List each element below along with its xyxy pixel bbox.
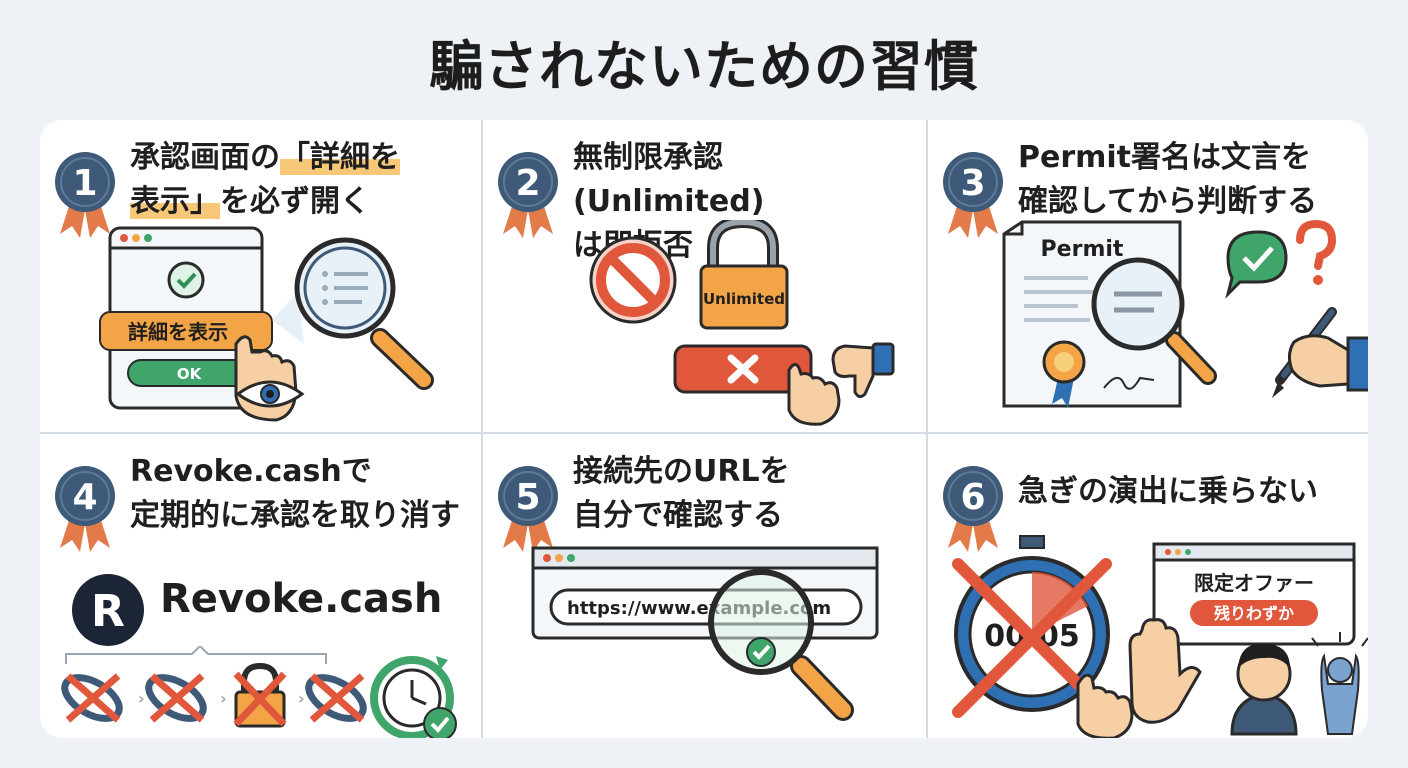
svg-text:6: 6: [960, 477, 985, 518]
clock-refresh-icon: [370, 656, 454, 738]
prohibited-icon: [589, 236, 677, 324]
tip-title-text: Permit署名は文言を: [1018, 140, 1312, 175]
details-button: [99, 311, 273, 351]
tip-6: 6 急ぎの演出に乗らない 00:05 限定オファー 残りわずか: [928, 434, 1368, 738]
pointer-hand-icon: [1076, 673, 1134, 738]
person-icon: [1230, 643, 1298, 736]
tip-2: 2 無制限承認 (Unlimited) は即拒否 Unlimited: [483, 120, 925, 429]
pointer-hand-icon: [787, 363, 841, 426]
svg-text:›: ›: [138, 689, 145, 708]
document-label: Permit: [1041, 237, 1124, 262]
tip-title: 承認画面の「詳細を 表示」を必ず開く: [130, 136, 470, 224]
tip-title-highlight: 「詳細を: [280, 140, 400, 175]
seal-icon: [1042, 340, 1086, 408]
chain-link-icon: [61, 673, 123, 723]
number-badge: 2: [498, 152, 558, 238]
stop-hand-icon: [1128, 618, 1202, 724]
tip-title: 無制限承認 (Unlimited) は即拒否: [573, 136, 913, 268]
page-title: 騙されないための習慣: [429, 35, 979, 98]
chain-link-icon: [305, 673, 367, 723]
x-icon: [727, 354, 759, 384]
tips-panel: 1 承認画面の「詳細を 表示」を必ず開く 詳細を表示 OK: [40, 120, 1368, 738]
writing-hand-icon: [1287, 334, 1368, 392]
pointer-hand-icon: [234, 335, 298, 422]
lock-label: Unlimited: [703, 290, 785, 308]
thumbs-down-icon: [831, 342, 895, 399]
tip-title-text: 確認してから判断する: [1018, 184, 1318, 219]
svg-text:3: 3: [960, 163, 985, 204]
tip-title: Revoke.cashで 定期的に承認を取り消す: [130, 450, 470, 538]
magnifier-icon: [294, 237, 434, 390]
divider: [481, 120, 483, 738]
offer-text: 限定オファー: [1194, 571, 1314, 595]
tip-4: 4 Revoke.cashで 定期的に承認を取り消す R Revoke.cash…: [40, 434, 482, 738]
svg-text:1: 1: [72, 163, 97, 204]
number-badge: 4: [55, 466, 115, 552]
padlock-icon: [233, 662, 287, 728]
tip-title-text: Revoke.cashで: [130, 454, 372, 489]
tip-title-text: 定期的に承認を取り消す: [130, 498, 460, 533]
check-icon: [1225, 230, 1288, 299]
tip-title-highlight: 表示」: [130, 184, 220, 219]
divider: [40, 432, 1368, 434]
check-icon: [167, 261, 205, 299]
chain-link-icon: [145, 673, 207, 723]
divider: [926, 120, 928, 738]
svg-text:›: ›: [220, 689, 227, 708]
permit-illustration: Permit: [1002, 220, 1368, 408]
tip-title: 急ぎの演出に乗らない: [1018, 470, 1358, 514]
scarcity-text: 残りわずか: [1214, 604, 1294, 623]
magnifier-icon: [708, 569, 854, 721]
eye-icon: [235, 380, 305, 408]
svg-text:2: 2: [515, 163, 540, 204]
padlock-icon: [699, 220, 789, 330]
tip-3: 3 Permit署名は文言を 確認してから判断する Permit: [928, 120, 1368, 429]
details-button-label: 詳細を表示: [128, 320, 228, 344]
url-check-illustration: https://www.example.com: [531, 546, 879, 721]
number-badge: 5: [498, 466, 558, 552]
revoke-steps: › › ›: [61, 646, 457, 738]
number-badge: 1: [55, 152, 115, 238]
svg-text:›: ›: [298, 689, 305, 708]
tip-title-text: を必ず開く: [220, 184, 370, 219]
urgency-illustration: 00:05 限定オファー 残りわずか: [952, 535, 1368, 738]
tip-title-text: 無制限承認 (Unlimited): [573, 140, 765, 219]
tip-title-text: 接続先のURLを: [573, 454, 790, 489]
svg-text:R: R: [91, 586, 125, 637]
svg-text:4: 4: [72, 477, 97, 518]
tip-title-text: 自分で確認する: [573, 498, 783, 533]
svg-text:5: 5: [515, 477, 540, 518]
tip-title: 接続先のURLを 自分で確認する: [573, 450, 913, 538]
scarcity-badge: [1190, 600, 1318, 626]
magnifier-icon: [1091, 257, 1217, 385]
tip-title: Permit署名は文言を 確認してから判断する: [1018, 136, 1358, 224]
approval-illustration: 詳細を表示 OK: [99, 226, 434, 422]
tip-1: 1 承認画面の「詳細を 表示」を必ず開く 詳細を表示 OK: [40, 120, 482, 429]
number-badge: 3: [943, 152, 1003, 238]
check-icon: [423, 707, 457, 738]
tip-title-text: 承認画面の: [130, 140, 280, 175]
question-icon: [1296, 220, 1337, 285]
tip-5: 5 接続先のURLを 自分で確認する https://www.example.c…: [483, 434, 925, 738]
revoke-logo: R: [72, 574, 144, 646]
revoke-brand: Revoke.cash: [160, 576, 443, 622]
unlimited-illustration: Unlimited: [589, 220, 895, 426]
revoke-illustration: R Revoke.cash › ›: [40, 534, 482, 738]
check-icon: [746, 637, 776, 667]
ok-button-label: OK: [177, 365, 203, 383]
stopwatch-icon: 00:05: [952, 535, 1112, 718]
panic-person-icon: [1311, 632, 1368, 735]
tip-title-text: 急ぎの演出に乗らない: [1018, 474, 1318, 509]
number-badge: 6: [943, 466, 1003, 552]
